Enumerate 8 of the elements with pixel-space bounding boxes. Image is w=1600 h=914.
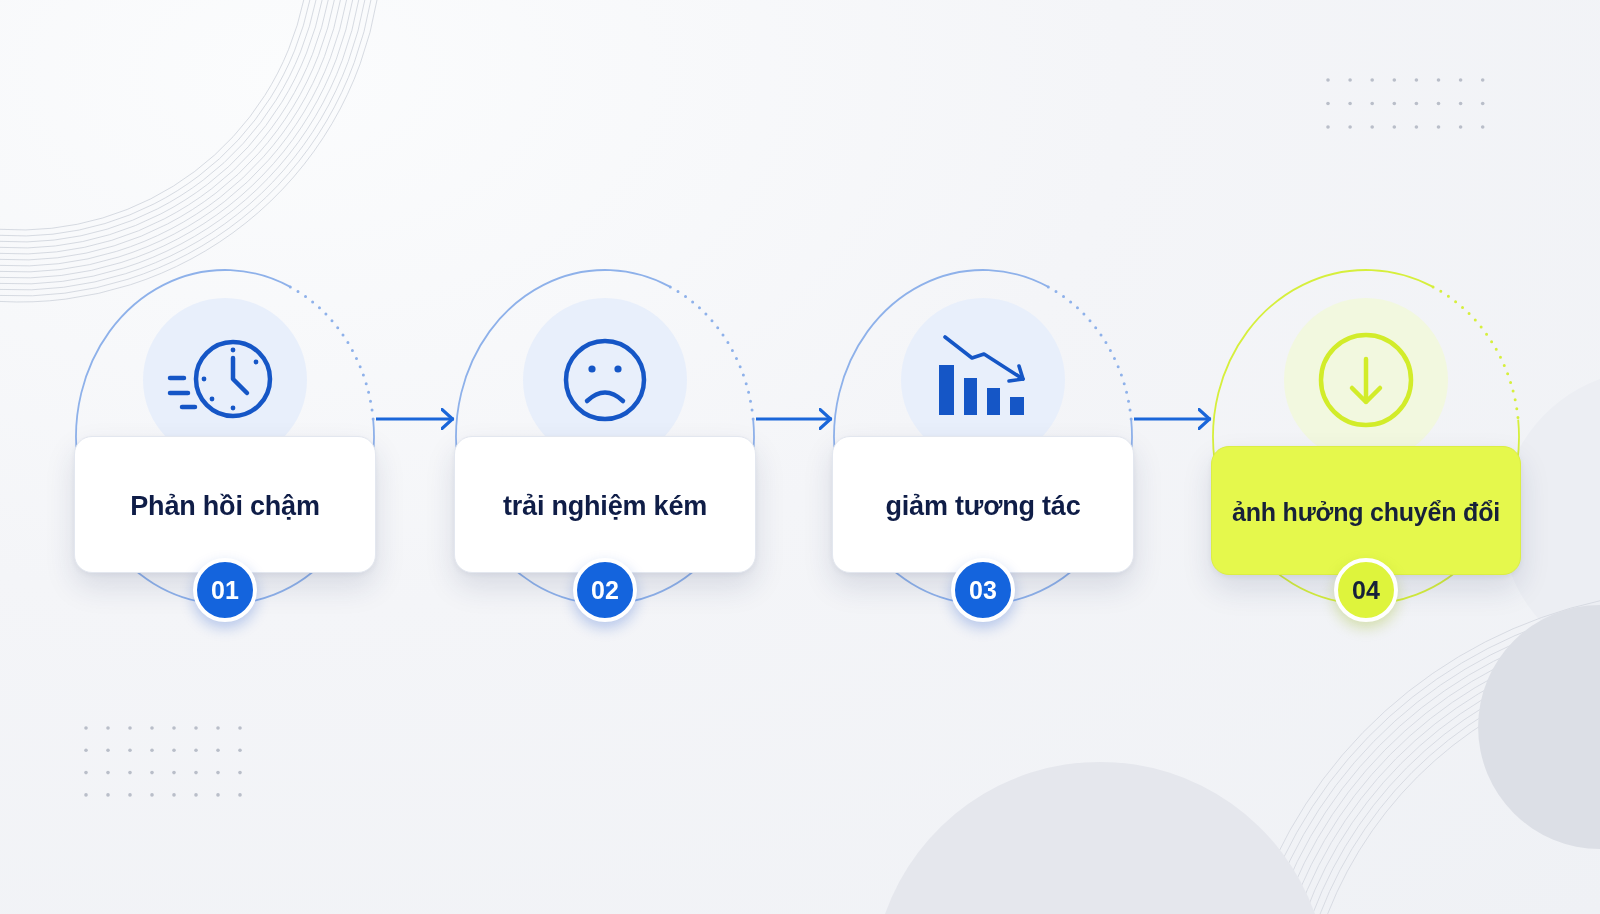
arrow — [376, 407, 455, 431]
arrow — [1134, 407, 1212, 431]
step-title: trải nghiệm kém — [502, 491, 708, 522]
step-title: ảnh hưởng chuyển đổi — [1232, 498, 1500, 527]
step-title: Phản hồi chậm — [130, 491, 320, 522]
arrow — [756, 407, 833, 431]
step-number-badge: 04 — [1334, 558, 1398, 622]
step-title: giảm tương tác — [885, 491, 1081, 522]
